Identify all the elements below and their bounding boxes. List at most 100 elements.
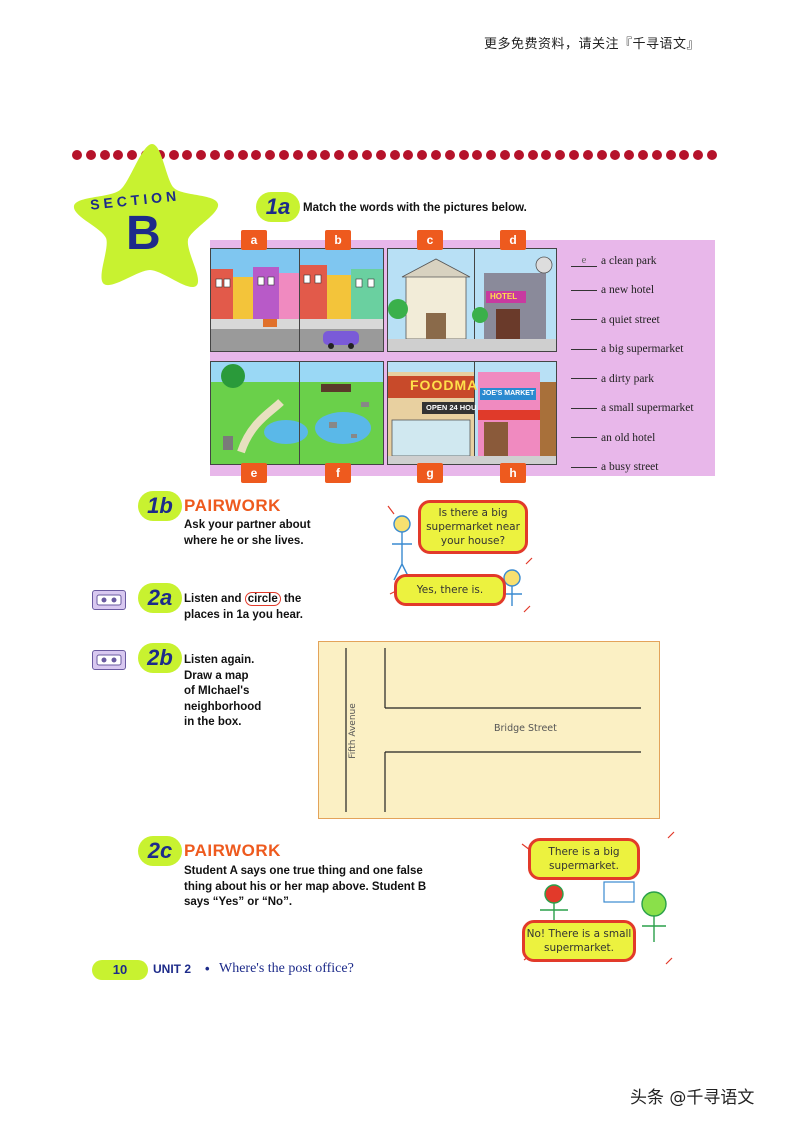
instruction-2a: Listen and circle the places in 1a you h…: [184, 592, 303, 623]
divider-dot: [568, 150, 579, 160]
divider-dot: [348, 150, 359, 160]
divider-dot: [707, 150, 717, 160]
instruction-1b: Ask your partner about where he or she l…: [184, 518, 311, 549]
instruction-2c-line: Student A says one true thing and one fa…: [184, 865, 423, 877]
word-text: a quiet street: [601, 313, 660, 326]
instruction-2c: Student A says one true thing and one fa…: [184, 864, 426, 911]
picture-busy-quiet-street: [210, 248, 384, 352]
speech-bubble-false: No! There is a small supermarket.: [522, 920, 636, 962]
divider-dot: [320, 150, 331, 160]
divider-dot: [637, 150, 648, 160]
watermark: 头条 @千寻语文: [630, 1088, 755, 1108]
divider-dot: [430, 150, 441, 160]
answer-blank[interactable]: [571, 437, 597, 439]
instruction-2b-line: Listen again.: [184, 654, 255, 666]
answer-blank[interactable]: [571, 466, 597, 468]
tag-c: c: [417, 230, 443, 250]
instruction-2a-post: the: [280, 593, 302, 605]
divider-dot: [127, 150, 138, 160]
divider-dot: [596, 150, 607, 160]
circled-word: circle: [244, 592, 281, 606]
map-drawing-box[interactable]: Fifth Avenue Bridge Street: [318, 641, 660, 819]
divider-dot: [403, 150, 414, 160]
word-list-item: an old hotel: [571, 423, 711, 453]
map-streets: [345, 648, 641, 812]
divider-dot: [513, 150, 524, 160]
divider-dot: [375, 150, 386, 160]
divider-dot: [99, 150, 110, 160]
instruction-2c-line: thing about his or her map above. Studen…: [184, 880, 427, 893]
speech-bubble-question: Is there a big supermarket near your hou…: [418, 500, 528, 554]
divider-dot: [113, 150, 124, 160]
divider-dot: [486, 150, 497, 160]
footer-bullet: •: [205, 961, 210, 976]
pairwork-title-1b: PAIRWORK: [184, 496, 281, 515]
pairwork-title-2c: PAIRWORK: [184, 841, 281, 860]
divider-dot: [251, 150, 262, 160]
divider-dot: [499, 150, 510, 160]
divider-dot: [292, 150, 303, 160]
instruction-2b-line: of MIchael's: [184, 685, 250, 697]
footer-unit: UNIT 2: [153, 962, 192, 976]
tag-d: d: [500, 230, 526, 250]
divider-dot: [541, 150, 552, 160]
answer-blank[interactable]: [571, 348, 597, 350]
fifth-avenue-label: Fifth Avenue: [348, 703, 358, 759]
instruction-1a: Match the words with the pictures below.: [303, 202, 527, 214]
word-list-item: a big supermarket: [571, 335, 711, 365]
instruction-2b-line: neighborhood: [184, 700, 262, 713]
divider-dot: [210, 150, 221, 160]
divider-dot: [168, 150, 179, 160]
instruction-2a-pre: Listen and: [184, 593, 245, 605]
badge-1b: 1b: [138, 491, 182, 521]
divider-dot: [361, 150, 372, 160]
divider-dot: [472, 150, 483, 160]
page-number-pill: 10: [92, 960, 148, 980]
divider-dot: [417, 150, 428, 160]
divider-dot: [582, 150, 593, 160]
answer-blank[interactable]: e: [571, 254, 597, 268]
answer-blank[interactable]: [571, 378, 597, 380]
divider-dot: [389, 150, 400, 160]
tag-h: h: [500, 463, 526, 483]
illustration-1b: [384, 494, 534, 618]
word-list-item: a busy street: [571, 453, 711, 483]
badge-2b: 2b: [138, 643, 182, 673]
instruction-2a-line1: Listen and circle the: [184, 592, 303, 608]
divider-dot: [72, 150, 82, 160]
badge-1a: 1a: [256, 192, 300, 222]
tag-b: b: [325, 230, 351, 250]
instruction-1b-line1: Ask your partner about: [184, 519, 311, 531]
divider-dot: [624, 150, 635, 160]
instruction-2c-line: says “Yes” or “No”.: [184, 896, 293, 908]
divider-dot: [444, 150, 455, 160]
divider-dot: [237, 150, 248, 160]
tag-e: e: [241, 463, 267, 483]
foodmart-sign: FOODMA: [410, 377, 479, 393]
word-list-item: a dirty park: [571, 364, 711, 394]
divider-dot: [458, 150, 469, 160]
divider-dot: [279, 150, 290, 160]
cassette-icon[interactable]: [92, 590, 126, 610]
answer-blank[interactable]: [571, 319, 597, 321]
tag-a: a: [241, 230, 267, 250]
divider-dot: [223, 150, 234, 160]
divider-dot: [555, 150, 566, 160]
tag-f: f: [325, 463, 351, 483]
speech-bubble-true: There is a big supermarket.: [528, 838, 640, 880]
answer-blank[interactable]: [571, 289, 597, 291]
star-shape-icon: [73, 144, 219, 288]
section-star: SECTION B: [70, 140, 220, 290]
answer-blank[interactable]: [571, 407, 597, 409]
speech-bubble-answer: Yes, there is.: [394, 574, 506, 606]
word-text: a small supermarket: [601, 402, 694, 415]
divider-dot: [196, 150, 207, 160]
cassette-icon-2b[interactable]: [92, 650, 126, 670]
picture-big-small-supermarket: FOODMA OPEN 24 HOU JOE'S MARKET: [387, 361, 557, 465]
divider-dot: [665, 150, 676, 160]
badge-2c: 2c: [138, 836, 182, 866]
divider-dot: [265, 150, 276, 160]
page-number: 10: [112, 962, 128, 977]
instruction-2b-line: Draw a map: [184, 669, 249, 682]
divider-dot: [651, 150, 662, 160]
